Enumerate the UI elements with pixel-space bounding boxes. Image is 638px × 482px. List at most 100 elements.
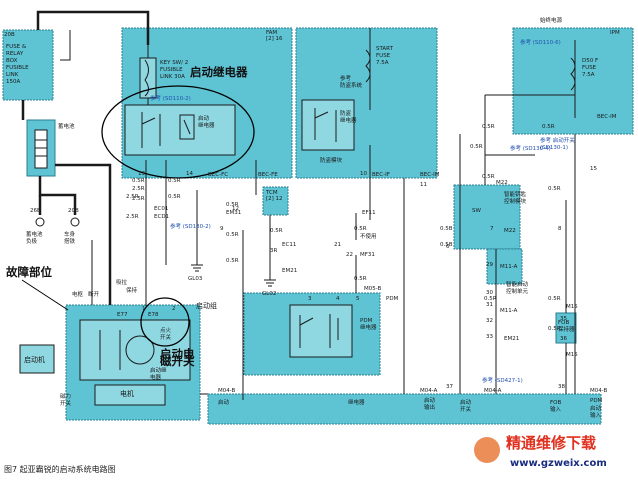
start-input-label: 启动 (590, 404, 602, 412)
ground-20b-icon (70, 217, 80, 227)
pin-number: 1 (142, 306, 146, 312)
magnet-switch-label: 磁力 (60, 392, 71, 400)
ref-sd-c: 参考 (SD427-1) (482, 376, 523, 384)
starter-relay-label: 启动 (198, 114, 210, 122)
pin-number: 14 (186, 171, 193, 177)
ipm-ref-top: 参考 (SD110-6) (520, 38, 561, 46)
pin-number: 30 (486, 290, 493, 296)
ground-name: 搭铁 (64, 237, 76, 245)
conn-m11a: M11-A (500, 264, 518, 270)
wire-label: 0.5R (226, 258, 239, 264)
start-fuse-ref: 参考 (340, 74, 352, 82)
wire-label: 0.5R (548, 326, 561, 332)
ref-sd-a: 参考 (SD130-2) (170, 222, 211, 230)
pin-number: 4 (336, 296, 340, 302)
wire-label: 2.5R (132, 196, 145, 202)
magnet-switch-callout-circle (140, 297, 190, 347)
conn-bec-fe: BEC-FE (258, 172, 278, 178)
gl02-ground-icon (264, 279, 276, 287)
fob-holder-label: FOB (558, 320, 569, 326)
fusible-link-line: FUSIBLE (160, 67, 183, 73)
ref-bmc: 参考 启动开关 (540, 136, 575, 144)
ref-sd-b: 参考 (SD130-4) (510, 144, 551, 152)
pin-number: 9 (220, 226, 224, 232)
conn-bec-im-right: BEC-IM (597, 114, 617, 120)
starter-internals (19, 319, 191, 406)
wire-label: 0.5R (168, 194, 181, 200)
fusible-link-ref: 参考 (SD110-2) (150, 94, 191, 102)
ground-name: 车身 (64, 230, 76, 238)
wire-label: 0.5R (168, 178, 181, 184)
conn-e78: E78 (148, 312, 159, 318)
sw-label: SW (472, 208, 481, 214)
immobilizer-module-label: 防盗模块 (320, 156, 343, 164)
tcm-block (262, 186, 289, 216)
pin-number: 31 (486, 302, 493, 308)
c-label: 启动电 (160, 347, 195, 361)
conn-m04a-right: M04-A (484, 388, 502, 394)
pdm-relay-symbol (289, 304, 353, 358)
start-relay-bottom-label: 启动继 (150, 366, 167, 374)
conn-bec-if: BEC-IF (372, 172, 390, 178)
conn-m22: M22 (496, 180, 508, 186)
magnet-switch-label: 开关 (60, 399, 72, 407)
pdm-relay-label: PDM (360, 318, 373, 324)
ground-b-label: 电枢 (72, 290, 84, 298)
ref-gl02: GL02 (262, 291, 276, 297)
ignition-a-label: 吸拉 (116, 278, 128, 286)
battery-icon (34, 129, 48, 169)
pin-number: 8 (558, 226, 562, 232)
conn-bec-fc: BEC-FC (208, 172, 228, 178)
fusible-link-line: LINK 30A (160, 74, 185, 80)
start-output-label: 启动 (424, 396, 436, 404)
ground-name: 负极 (26, 237, 38, 245)
conn-m04a-left: M04-A (420, 388, 438, 394)
bottom-a-label: 启动 (218, 398, 230, 406)
immobilizer-relay-label: 继电器 (340, 116, 357, 124)
fuse-box-line: FUSIBLE (6, 65, 29, 71)
conn-ef11: EF11 (362, 210, 376, 216)
wire-label: 0.5B (440, 226, 453, 232)
ipm-fuse-line: D50 F (582, 58, 598, 64)
watermark: 精通维修下载 www.gzweix.com (474, 434, 607, 469)
pin-number: 5 (356, 296, 360, 302)
conn-m15: M15 (566, 304, 578, 310)
cut-label: 断开 (88, 290, 100, 298)
bottom-b-label: 继电器 (348, 398, 365, 406)
pin-number: 11 (420, 182, 427, 188)
pin-number: 37 (446, 384, 453, 390)
pdm-bottom-label: PDM (590, 398, 603, 404)
ref-tcm: TCM (265, 190, 278, 196)
conn-m04-r: M04-B (590, 388, 608, 394)
start-input-label: 输入 (590, 411, 602, 419)
starter-relay-symbol (124, 104, 236, 156)
smartkey-ecu-label: 控制模块 (504, 197, 527, 205)
wire-label: 0.5R (470, 144, 483, 150)
fusible-link-line: KEY SW/ 2 (160, 60, 188, 66)
pin-number: 38 (558, 384, 565, 390)
fuse-box-number: 20B (4, 32, 15, 38)
wire-harness (21, 10, 576, 400)
conn-em31: EM31 (226, 210, 241, 216)
pin-number: 29 (486, 262, 493, 268)
wire-label: 0.5R (354, 226, 367, 232)
figure-caption: 图7 起亚霸锐的启动系统电路图 (4, 464, 116, 474)
smartkey-unit-label: 智能启动 (506, 280, 529, 288)
ground-id: 20B (68, 208, 79, 214)
wire-label: 0.5R (226, 202, 239, 208)
wire-label: 0.5R (482, 174, 495, 180)
watermark-logo-icon (474, 437, 500, 463)
wire-label: 0.5R (482, 124, 495, 130)
ipm-fuse-line: 7.5A (582, 72, 595, 78)
smartkey-ecu-label: 智能钥匙 (504, 190, 527, 198)
pin-number: 35 (560, 316, 567, 322)
bottom-connector-bar (207, 393, 602, 425)
smartkey-sub (486, 248, 523, 285)
pin-number: 10 (360, 171, 367, 177)
bottom-d-label: FOB (550, 400, 561, 406)
ec01-left-label: ECD1 (154, 214, 169, 220)
wire-label: 0.5R (548, 296, 561, 302)
pin-number: 2 (172, 306, 176, 312)
ref-bmc: (SD130-1) (540, 145, 568, 151)
ground-id: 26B (30, 208, 41, 214)
